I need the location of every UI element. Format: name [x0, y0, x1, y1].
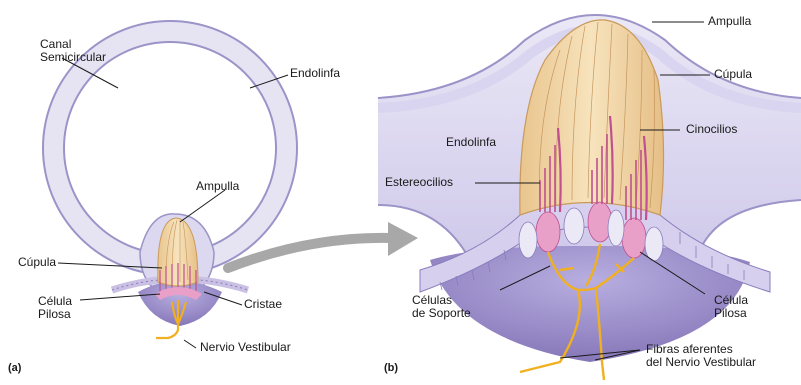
label-fibras: Fibras aferentes del Nervio Vestibular: [646, 343, 756, 369]
label-ampulla-b: Ampulla: [708, 15, 751, 28]
label-celula-a-line2: Pilosa: [38, 308, 72, 321]
label-celulas-line2: de Soporte: [412, 307, 471, 320]
label-canal-line2: Semicircular: [40, 51, 106, 64]
label-ampulla-a: Ampulla: [196, 180, 239, 193]
label-celula-b: Célula Pilosa: [714, 294, 748, 320]
label-cinocilios: Cinocilios: [686, 123, 737, 136]
panel-a-tag: (a): [8, 362, 21, 374]
panel-b-tag: (b): [384, 362, 398, 374]
label-cupula-b: Cúpula: [714, 68, 752, 81]
label-endolinfa-a: Endolinfa: [290, 67, 340, 80]
label-fibras-line2: del Nervio Vestibular: [646, 356, 756, 369]
label-nervio: Nervio Vestibular: [200, 341, 291, 354]
label-cristae: Cristae: [244, 298, 282, 311]
label-cupula-a: Cúpula: [18, 256, 56, 269]
label-celula-b-line2: Pilosa: [714, 307, 748, 320]
label-celula-a: Célula Pilosa: [38, 295, 72, 321]
label-canal: Canal Semicircular: [40, 38, 106, 64]
label-endolinfa-b: Endolinfa: [446, 136, 496, 149]
zoom-arrow-head: [388, 222, 418, 256]
label-estereocilios: Estereocilios: [385, 176, 453, 189]
label-celulas-soporte: Células de Soporte: [412, 294, 471, 320]
